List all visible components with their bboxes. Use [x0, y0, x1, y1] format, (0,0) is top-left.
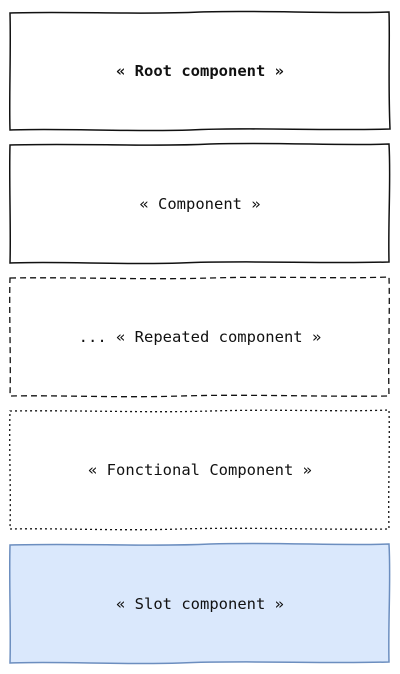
- repeated-component-label: ... « Repeated component »: [78, 328, 322, 346]
- component-label: « Component »: [139, 195, 261, 213]
- root-component-label: « Root component »: [116, 62, 284, 80]
- slot-component-box[interactable]: [8, 542, 391, 665]
- slot-component-label: « Slot component »: [116, 595, 284, 613]
- functional-component-label: « Fonctional Component »: [88, 461, 312, 479]
- functional-component-box[interactable]: [9, 409, 390, 531]
- repeated-component-box[interactable]: [9, 276, 390, 398]
- root-component-box[interactable]: [8, 10, 391, 132]
- component-box[interactable]: [8, 142, 391, 265]
